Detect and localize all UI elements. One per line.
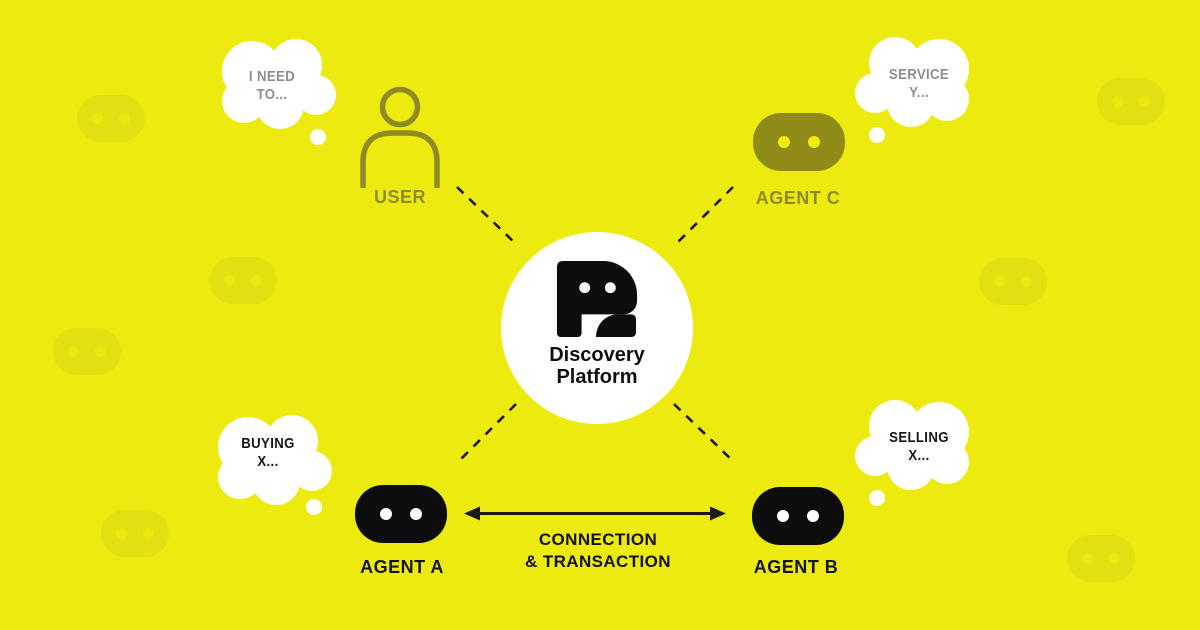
agent-a-robot-head-icon bbox=[355, 485, 447, 543]
user-label: USER bbox=[373, 187, 426, 207]
faint-robot-head-icon bbox=[53, 328, 121, 375]
faint-robot-head-icon bbox=[1097, 78, 1165, 125]
agent-a-label: AGENT A bbox=[360, 557, 444, 577]
hub-title-line2: Platform bbox=[556, 366, 638, 388]
double-arrow-icon bbox=[464, 506, 726, 521]
agent-b-label: AGENT B bbox=[753, 557, 839, 577]
agent-c-robot-head-icon bbox=[753, 113, 845, 171]
agent-c-label: AGENT C bbox=[755, 188, 841, 208]
agent-a-thought-bubble: BUYING X... bbox=[210, 411, 340, 523]
agent-c-thought-bubble: SERVICE Y... bbox=[847, 33, 977, 145]
agent-a-thought-text: BUYING X... bbox=[241, 435, 295, 470]
person-icon bbox=[360, 86, 440, 188]
agent-b-thought-text: SELLING X... bbox=[889, 429, 949, 464]
dashed-connector-agenta-hub bbox=[457, 403, 517, 463]
user-thought-bubble: I NEED TO... bbox=[214, 35, 344, 147]
dashed-connector-agentc-hub bbox=[673, 186, 734, 247]
agent-b-robot-head-icon bbox=[752, 487, 844, 545]
thought-cloud-icon bbox=[222, 39, 336, 145]
faint-robot-head-icon bbox=[1067, 535, 1135, 582]
thought-cloud-icon bbox=[855, 37, 969, 143]
hub-title: Discovery Platform bbox=[549, 344, 645, 388]
faint-robot-head-icon bbox=[101, 510, 169, 557]
connection-caption: CONNECTION & TRANSACTION bbox=[525, 530, 671, 571]
thought-cloud-icon bbox=[855, 400, 969, 506]
agent-b-thought-bubble: SELLING X... bbox=[847, 396, 977, 508]
hub-title-line1: Discovery bbox=[549, 344, 645, 366]
discovery-platform-hub: Discovery Platform bbox=[501, 232, 693, 424]
dashed-connector-agentb-hub bbox=[673, 403, 736, 464]
agent-c-thought-text: SERVICE Y... bbox=[888, 66, 950, 101]
dashed-connector-user-hub bbox=[456, 186, 517, 245]
faint-robot-head-icon bbox=[979, 258, 1047, 305]
user-thought-text: I NEED TO... bbox=[248, 68, 296, 103]
faint-robot-head-icon bbox=[77, 95, 145, 142]
faint-robot-head-icon bbox=[209, 257, 277, 304]
thought-cloud-icon bbox=[218, 415, 332, 515]
robot-r-logo-icon bbox=[556, 261, 638, 337]
